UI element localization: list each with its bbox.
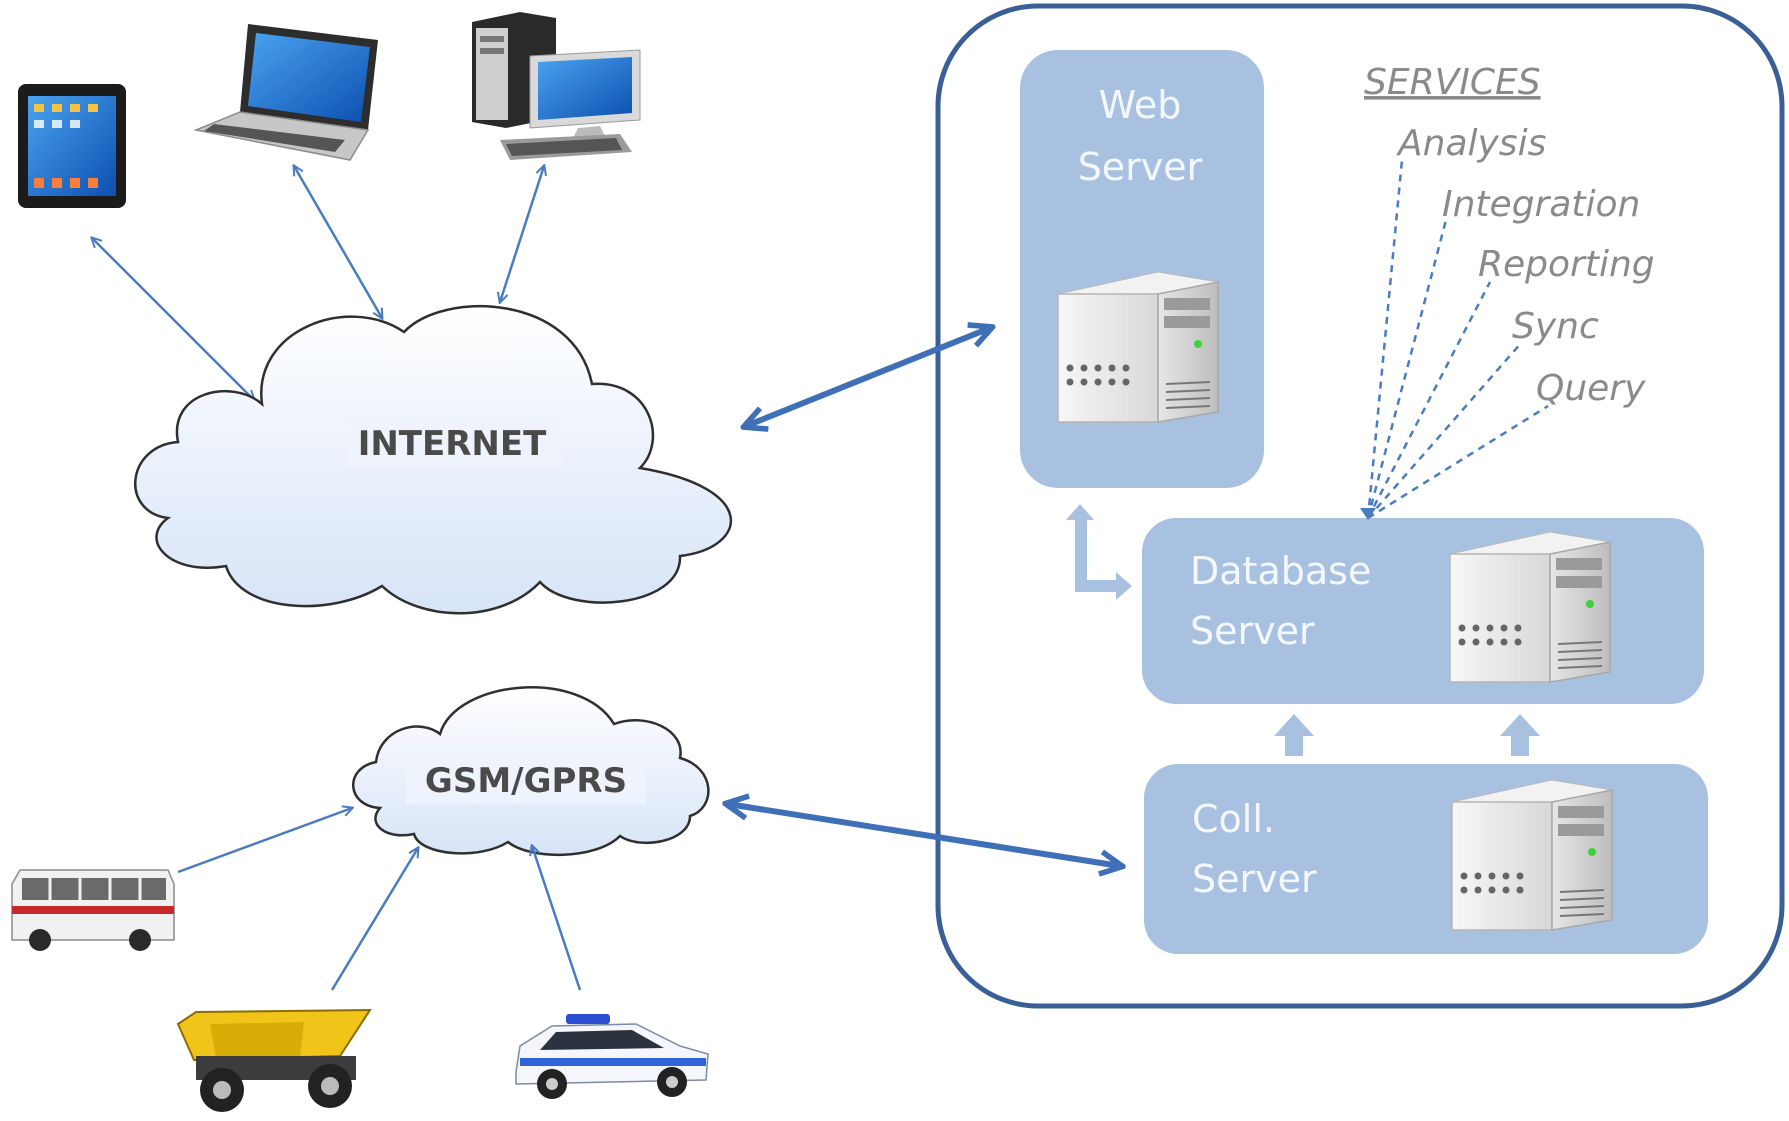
laptop-internet-arrow: [294, 166, 382, 318]
vehicle-gsm-arrows: [177, 808, 582, 991]
collection-server-panel: Coll. Server: [1144, 764, 1708, 954]
pc-internet-arrow: [500, 166, 544, 302]
dump-truck-icon: [176, 1008, 372, 1112]
bus-icon: [11, 869, 175, 951]
internet-label: INTERNET: [358, 424, 547, 464]
internet-cloud: INTERNET: [134, 305, 732, 615]
svg-text:Server: Server: [1192, 857, 1317, 901]
service-item-query: Query: [1536, 368, 1646, 409]
bus-gsm-arrow: [177, 808, 352, 874]
police-car-icon: [515, 1014, 709, 1099]
server-tower-icon: [1451, 779, 1613, 931]
service-link-tip: [1360, 508, 1376, 520]
database-server-panel: Database Server: [1142, 518, 1704, 704]
service-dashed-lines: [1366, 159, 1549, 520]
service-item-integration: Integration: [1442, 184, 1640, 225]
service-item-analysis: Analysis: [1396, 123, 1546, 164]
web-server-panel: Web Server: [1020, 50, 1264, 488]
laptop-icon: [193, 24, 378, 161]
services-list: SERVICES Analysis Integration Reporting …: [1364, 62, 1655, 409]
up-arrow-left: [1274, 714, 1314, 756]
services-heading: SERVICES: [1364, 62, 1541, 103]
svg-text:Database: Database: [1190, 549, 1371, 593]
gsm-gprs-label: GSM/GPRS: [425, 761, 627, 801]
svg-text:Coll.: Coll.: [1192, 797, 1275, 841]
svg-text:Server: Server: [1190, 609, 1315, 653]
desktop-pc-icon: [472, 12, 641, 160]
truck-gsm-arrow: [330, 848, 418, 991]
server-tower-icon: [1057, 271, 1219, 423]
service-item-sync: Sync: [1512, 306, 1599, 347]
car-gsm-arrow: [532, 846, 582, 991]
svg-text:Server: Server: [1078, 145, 1203, 189]
service-item-reporting: Reporting: [1478, 244, 1655, 285]
client-internet-arrows: [92, 166, 544, 400]
tablet-icon: [18, 84, 126, 208]
server-tower-icon: [1449, 531, 1611, 683]
database-server-label-line2: Server: [1190, 609, 1315, 653]
gsm-gprs-cloud: GSM/GPRS: [352, 686, 710, 856]
web-database-link-arrow: [1066, 504, 1132, 600]
web-server-label-line2: Server: [1078, 145, 1203, 189]
collection-server-label-line2: Server: [1192, 857, 1317, 901]
internet-webserver-arrow: [746, 328, 990, 426]
database-server-label-line1: Database: [1190, 549, 1371, 593]
tablet-internet-arrow: [92, 238, 254, 400]
collection-server-label-line1: Coll.: [1192, 797, 1275, 841]
svg-text:Web: Web: [1099, 83, 1182, 127]
gsm-collection-arrow: [728, 804, 1120, 866]
up-arrow-right: [1500, 714, 1540, 756]
thick-link-arrows: [728, 328, 1120, 866]
server-infrastructure-container: [935, 3, 1785, 1009]
web-server-label-line1: Web: [1099, 83, 1182, 127]
collection-database-arrows: [1274, 714, 1540, 756]
